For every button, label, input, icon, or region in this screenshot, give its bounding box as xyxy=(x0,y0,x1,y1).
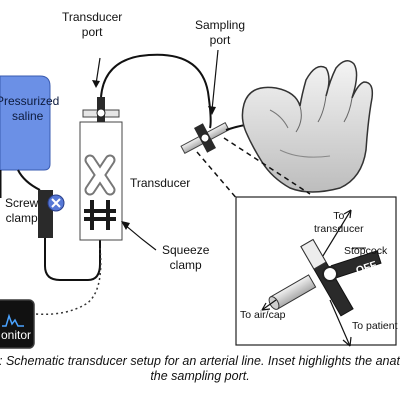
pointer-sampling-port-head xyxy=(208,106,216,115)
label-squeeze-clamp: Squeeze clamp xyxy=(162,243,209,273)
label-monitor: onitor xyxy=(1,328,31,342)
inset-stopcock xyxy=(261,209,382,347)
hand-illustration xyxy=(241,60,374,193)
figure-caption: 2: Schematic transducer setup for an art… xyxy=(0,354,400,385)
pointer-transducer-port-head xyxy=(92,80,100,88)
inset-label-to-patient: To patient xyxy=(352,320,398,333)
screw-clamp-knob-cross xyxy=(51,198,61,208)
caption-line-2: the sampling port. xyxy=(150,369,250,384)
label-sampling-port-text: Sampling port xyxy=(195,18,246,47)
label-pressurized-saline: Pressurized saline xyxy=(0,94,59,124)
inset-label-to-air-cap-text: To air/cap xyxy=(240,309,286,321)
inset-guide-right xyxy=(223,137,311,195)
inset-label-to-transducer-text: To transducer xyxy=(314,210,364,236)
inset-label-to-patient-text: To patient xyxy=(352,320,398,332)
pointer-squeeze-clamp xyxy=(123,223,157,251)
inset-label-stopcock: Stopcock xyxy=(344,245,387,258)
pointer-transducer-port xyxy=(95,57,101,85)
label-transducer: Transducer xyxy=(130,176,190,191)
saline-bag xyxy=(0,75,51,171)
tube-transducer-to-sampling xyxy=(100,53,212,129)
label-transducer-port: Transducer port xyxy=(62,10,122,40)
monitor-waveform xyxy=(2,313,24,327)
sampling-port-stopcock xyxy=(180,122,230,154)
label-transducer-text: Transducer xyxy=(130,176,191,190)
transducer-port-stopcock xyxy=(82,97,120,122)
inset-label-stopcock-text: Stopcock xyxy=(344,245,388,257)
label-pressurized-saline-text: Pressurized saline xyxy=(0,94,60,123)
monitor-cable xyxy=(35,247,102,316)
tube-clamp-to-transducer xyxy=(44,238,101,281)
inset-guide-left xyxy=(196,151,239,201)
label-sampling-port: Sampling port xyxy=(195,18,245,48)
label-squeeze-clamp-text: Squeeze clamp xyxy=(162,243,210,272)
transducer-x-symbol xyxy=(84,154,116,196)
squeeze-clamp-symbol xyxy=(84,200,116,230)
pointer-squeeze-clamp-head xyxy=(121,221,130,230)
caption-line-1: 2: Schematic transducer setup for an art… xyxy=(0,354,400,368)
inset-label-to-transducer: To transducer xyxy=(314,210,364,236)
label-screw-clamp-text: Screw clamp xyxy=(5,196,39,225)
inset-label-to-air-cap: To air/cap xyxy=(240,309,286,322)
pointer-sampling-port xyxy=(211,49,219,111)
tube-bag-to-clamp xyxy=(17,169,41,191)
label-screw-clamp: Screw clamp xyxy=(5,196,38,226)
label-transducer-port-text: Transducer port xyxy=(62,10,123,39)
label-monitor-text: onitor xyxy=(1,328,32,342)
